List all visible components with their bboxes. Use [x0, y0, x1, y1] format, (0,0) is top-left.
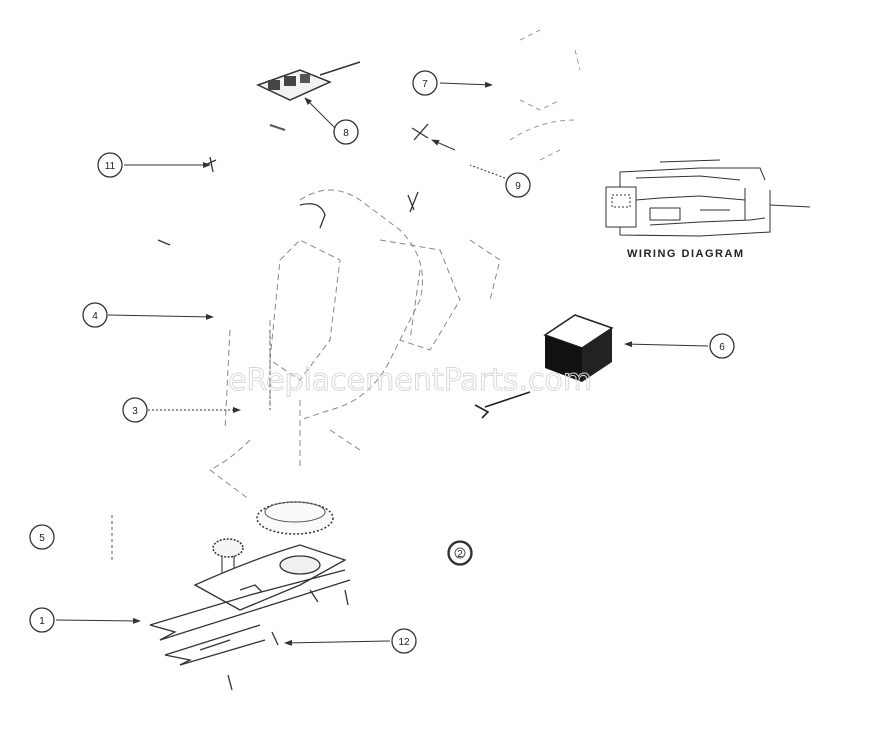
- callout-5: 5: [29, 524, 55, 550]
- small-fastener-icon: [157, 123, 429, 246]
- callout-1: 1: [29, 607, 55, 633]
- watermark-text: eReplacementParts.com: [228, 363, 592, 398]
- callout-1-label: 1: [39, 616, 45, 627]
- callout-3-label: 3: [132, 406, 138, 417]
- callout-4: 4: [82, 302, 108, 328]
- handle-trigger: [509, 29, 581, 161]
- transformer-block-icon: [543, 314, 614, 382]
- callout-2-label: 2: [457, 549, 463, 560]
- callout-7-label: 7: [422, 79, 428, 90]
- callout-12-label: 12: [398, 637, 410, 648]
- callout-9-label: 9: [515, 181, 521, 192]
- callout-11: 11: [97, 152, 123, 178]
- pin-marks: [111, 330, 271, 560]
- callout-11-label: 11: [105, 161, 116, 172]
- callout-7: 7: [412, 70, 438, 96]
- callout-leaders: [55, 81, 709, 646]
- callout-8-label: 8: [343, 128, 349, 139]
- wiring-diagram-caption: WIRING DIAGRAM: [627, 248, 745, 260]
- housing-shell: [209, 189, 501, 501]
- battery-clip-icon: [256, 61, 361, 131]
- cutting-blade-icon: [149, 569, 351, 691]
- callout-3: 3: [122, 397, 148, 423]
- screw-icon: [474, 391, 531, 419]
- callout-9: 9: [505, 172, 531, 198]
- callout-2: 2: [447, 540, 473, 566]
- callout-5-label: 5: [39, 533, 45, 544]
- callout-8: 8: [333, 119, 359, 145]
- wiring-diagram: [605, 159, 811, 237]
- nut-icon: [448, 541, 472, 565]
- drive-gear-icon: [256, 501, 334, 535]
- callout-12: 12: [391, 628, 417, 654]
- callout-4-label: 4: [92, 311, 98, 322]
- callout-6-label: 6: [719, 342, 725, 353]
- gear-plate-icon: [193, 544, 347, 611]
- callout-6: 6: [709, 333, 735, 359]
